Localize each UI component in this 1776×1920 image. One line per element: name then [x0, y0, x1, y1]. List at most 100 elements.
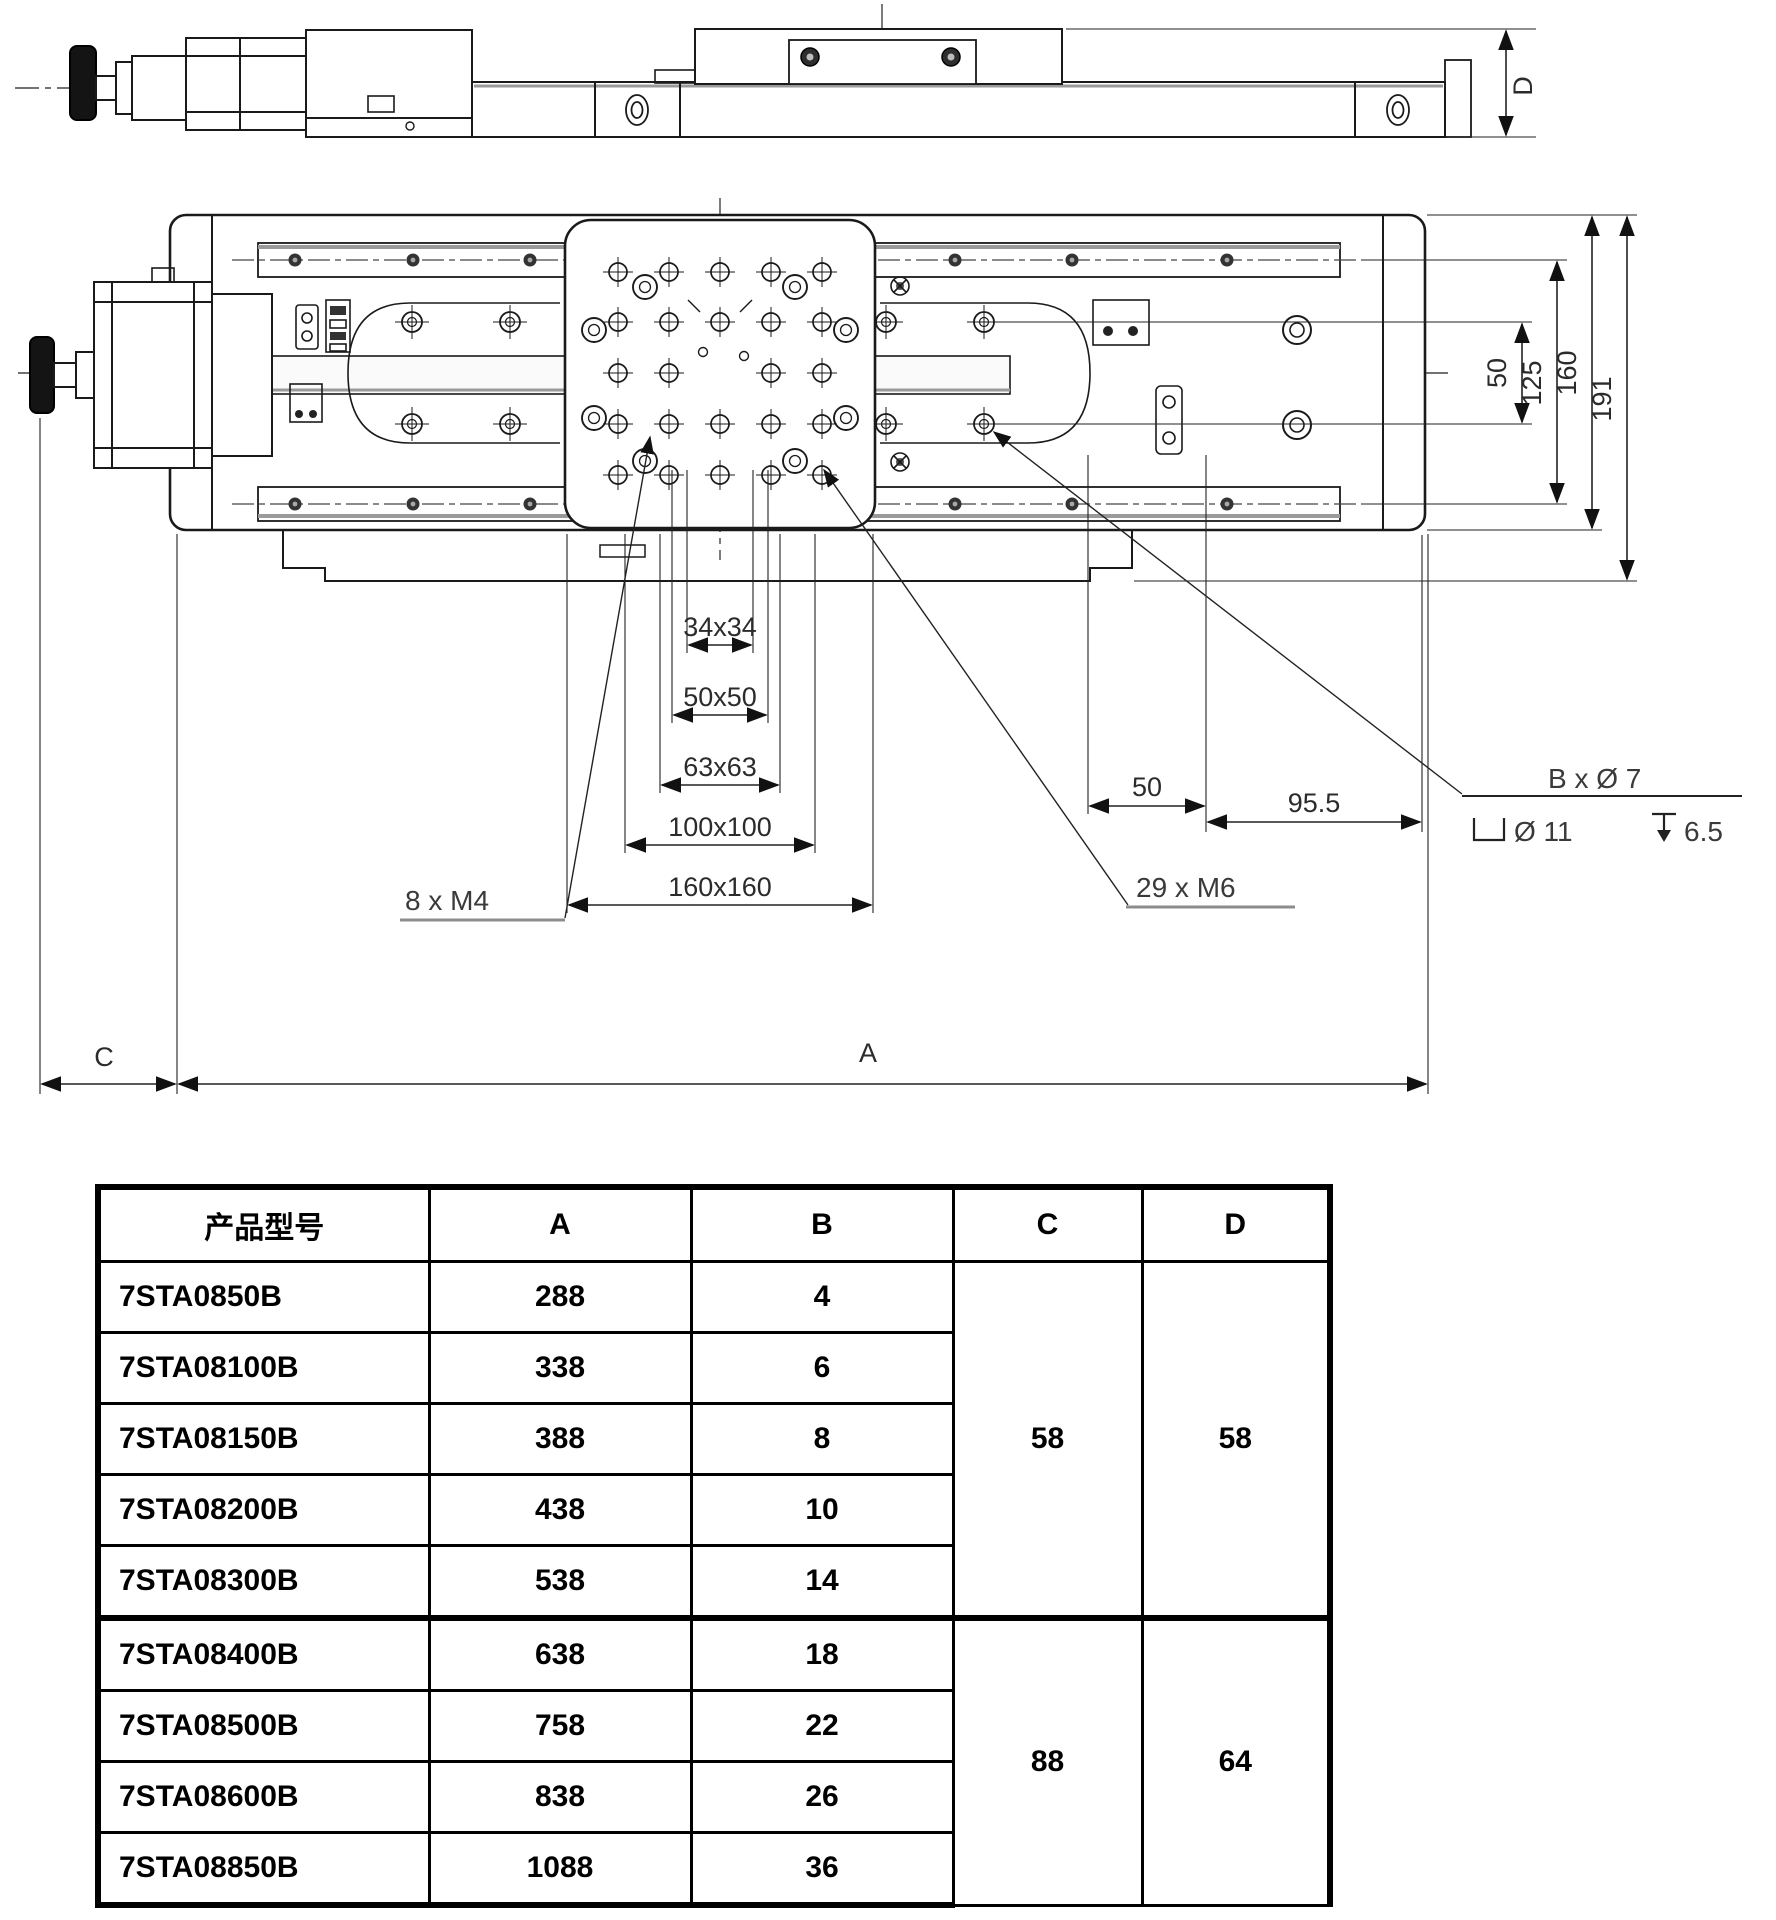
dim-160x160: [566, 534, 874, 913]
dimensions: [39, 214, 1742, 1094]
plan-view: [18, 198, 1448, 582]
label-cbore-dia: Ø 11: [1514, 816, 1573, 847]
m6-hole-icons: [603, 257, 837, 490]
top-side-view: D: [15, 4, 1538, 138]
depth-icon: [1652, 812, 1676, 842]
cell-c-group1: 58: [951, 1260, 1144, 1620]
header-a: A: [427, 1184, 693, 1263]
counterbore-icon: [1472, 818, 1506, 842]
header-d: D: [1140, 1184, 1333, 1263]
dim-63x63: [659, 534, 781, 793]
cell-b: 26: [689, 1760, 955, 1834]
cell-model: 7STA08400B: [95, 1615, 431, 1692]
cell-model: 7STA08600B: [95, 1760, 431, 1834]
dim-160x160-label: 160x160: [668, 872, 772, 902]
cell-d-group1: 58: [1140, 1260, 1333, 1620]
cell-a: 338: [427, 1331, 693, 1405]
dim-A: [177, 534, 1429, 1094]
cell-b: 14: [689, 1544, 955, 1620]
dim-34x34-label: 34x34: [683, 612, 757, 642]
table-row: 7STA08100B 338 6: [95, 1331, 1330, 1405]
motor-assembly-plan: [29, 267, 273, 469]
cell-model: 7STA08300B: [95, 1544, 431, 1620]
dim-125-vertical: [1362, 259, 1567, 505]
table-row: 7STA08400B 638 18 88 64: [95, 1615, 1333, 1907]
cell-model: 7STA08500B: [95, 1689, 431, 1763]
cell-a: 758: [427, 1689, 693, 1763]
stage-body-side: [471, 81, 1446, 138]
dim-C: [39, 418, 178, 1094]
end-screw-left-side: [625, 94, 649, 126]
dim-191-vertical: [1134, 215, 1637, 582]
cell-d-group2: 64: [1140, 1615, 1333, 1907]
pocket-right: [880, 302, 1091, 444]
header-c: C: [951, 1184, 1144, 1263]
dim-95-horizontal: [1206, 535, 1423, 832]
dim-50-horizontal: [1087, 455, 1207, 832]
cell-b: 8: [689, 1402, 955, 1476]
leader-m4: [564, 435, 654, 919]
table-header-row: 产品型号 A B C D: [95, 1184, 1333, 1263]
cell-b: 36: [689, 1831, 955, 1908]
cell-a: 388: [427, 1402, 693, 1476]
cell-model: 7STA0850B: [95, 1260, 431, 1334]
motor-coupling-side: [131, 55, 187, 121]
dim-A-label: A: [859, 1038, 877, 1068]
base-mount-hole-icons: [395, 305, 1001, 441]
cell-b: 4: [689, 1260, 955, 1334]
cell-a: 438: [427, 1473, 693, 1547]
header-b: B: [689, 1184, 955, 1263]
dim-100x100: [624, 534, 816, 853]
dim-50h-label: 50: [1132, 772, 1162, 802]
end-screw-right-side: [1386, 94, 1410, 126]
leader-m6: [823, 468, 1129, 906]
dim-D: [1066, 28, 1536, 138]
label-8xM4: 8 x M4: [405, 885, 489, 916]
cell-a: 638: [427, 1615, 693, 1692]
spec-table: 产品型号 A B C D 7STA0850B 288 4 58 58 7STA0…: [95, 1184, 1333, 1908]
cell-model: 7STA08200B: [95, 1473, 431, 1547]
table-row: 7STA0850B 288 4 58 58: [95, 1260, 1333, 1620]
cell-b: 18: [689, 1615, 955, 1692]
motor-bracket-side: [305, 29, 473, 138]
leader-b7: [992, 431, 1463, 795]
label-cbore-depth: 6.5: [1684, 816, 1723, 847]
cell-model: 7STA08850B: [95, 1831, 431, 1908]
base-slot: [599, 544, 646, 558]
dim-95-label: 95.5: [1288, 788, 1341, 818]
table-row: 7STA08200B 438 10: [95, 1473, 1330, 1547]
label-29xM6: 29 x M6: [1136, 872, 1236, 903]
pocket-left: [347, 302, 560, 444]
table-row: 7STA08850B 1088 36: [95, 1831, 1330, 1908]
motor-body-plan: [93, 281, 213, 469]
center-mark-icons: [687, 299, 753, 362]
handwheel-side: [69, 45, 97, 121]
motor-body-side: [185, 37, 307, 131]
dim-D-label: D: [1508, 76, 1538, 96]
rail-screw-icons: [288, 253, 1234, 511]
table-row: 7STA08500B 758 22: [95, 1689, 1330, 1763]
cell-b: 22: [689, 1689, 955, 1763]
dim-50v-label: 50: [1482, 358, 1512, 388]
base-plate-plan: [282, 530, 1133, 582]
cell-a: 1088: [427, 1831, 693, 1908]
cell-c-group2: 88: [951, 1615, 1144, 1907]
dim-C-label: C: [94, 1042, 114, 1072]
dim-34x34: [686, 470, 754, 653]
cell-b: 10: [689, 1473, 955, 1547]
dim-160-label: 160: [1552, 350, 1582, 395]
cell-model: 7STA08100B: [95, 1331, 431, 1405]
carriage-screw-icon: [800, 47, 961, 67]
cell-a: 838: [427, 1760, 693, 1834]
cell-a: 288: [427, 1260, 693, 1334]
cell-b: 6: [689, 1331, 955, 1405]
dim-50x50: [671, 470, 769, 723]
dim-50x50-label: 50x50: [683, 682, 757, 712]
dim-50-vertical: [1000, 321, 1532, 425]
dim-125-label: 125: [1517, 360, 1547, 405]
stage-drawing: D: [15, 4, 1742, 1094]
table-row: 7STA08600B 838 26: [95, 1760, 1330, 1834]
dim-160-vertical: [1427, 214, 1637, 531]
m4-hole-icons: [581, 274, 859, 474]
